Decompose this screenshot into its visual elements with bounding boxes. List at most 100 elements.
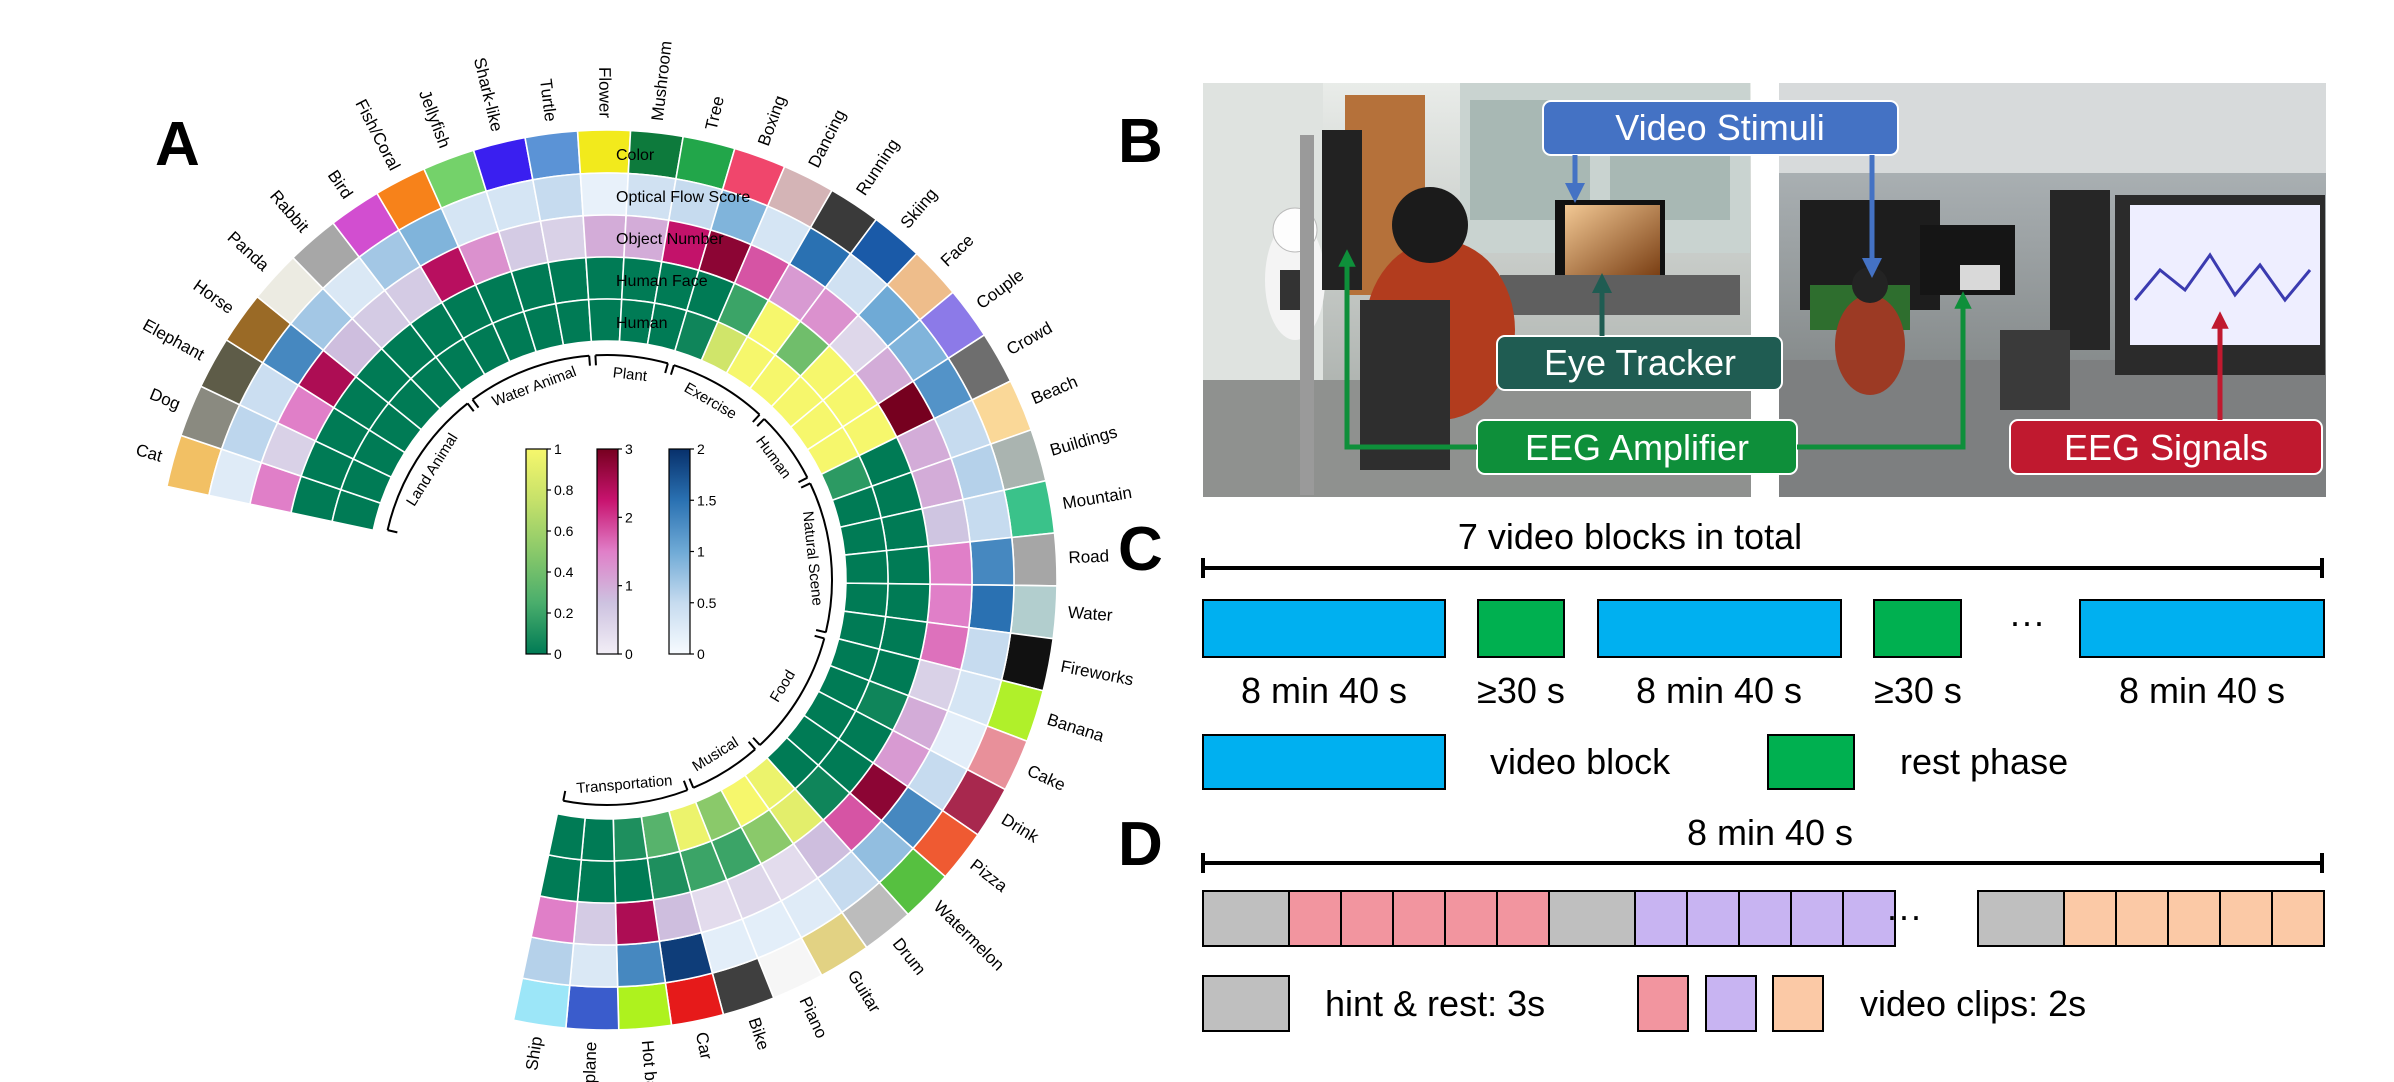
ring-label-object-number: Object Number bbox=[616, 231, 724, 248]
rest-block-2 bbox=[1873, 599, 1962, 658]
category-label: Beach bbox=[1029, 372, 1081, 408]
category-label: Running bbox=[852, 136, 903, 199]
ring-label-color: Color bbox=[616, 147, 655, 164]
group-label: Transportation bbox=[576, 772, 673, 797]
category-label: Fish/Coral bbox=[351, 96, 403, 174]
video-clip-cell bbox=[1790, 890, 1844, 947]
hint-rest-cell bbox=[1977, 890, 2065, 947]
category-label: Flower bbox=[595, 67, 614, 118]
callout-eeg-signals: EEG Signals bbox=[2009, 311, 2323, 475]
group-tick bbox=[664, 363, 669, 374]
category-label: Dog bbox=[147, 385, 183, 414]
category-label: Face bbox=[937, 231, 978, 271]
group-tick bbox=[815, 629, 827, 634]
group-label: Water Animal bbox=[490, 363, 579, 410]
callout-eeg-amplifier: EEG Amplifier bbox=[1338, 249, 1972, 475]
heatmap-cell-optical-flow bbox=[967, 583, 1015, 635]
panel-b-label: B bbox=[1118, 107, 1163, 176]
category-label: Banana bbox=[1045, 710, 1107, 746]
colorbar-tick-label: 0.2 bbox=[554, 605, 574, 621]
heatmap-cell-optical-flow bbox=[962, 489, 1013, 543]
heatmap-cell-human-face bbox=[538, 853, 583, 903]
heatmap-cell-color bbox=[524, 130, 582, 181]
category-label: Mushroom bbox=[648, 40, 676, 122]
heatmap-cell-color bbox=[1009, 584, 1058, 640]
group-tick bbox=[752, 413, 761, 423]
eye-tracker-text: Eye Tracker bbox=[1544, 342, 1736, 383]
video-block-7 bbox=[2079, 599, 2325, 658]
heatmap-cell-human-face bbox=[884, 582, 931, 624]
category-label: Bird bbox=[324, 167, 357, 203]
video-clip-cell bbox=[2115, 890, 2169, 947]
legend-clips-label: video clips: 2s bbox=[1860, 983, 2086, 1024]
video-clip-cell bbox=[1288, 890, 1342, 947]
heatmap-cell-human bbox=[547, 812, 587, 861]
legend-clip-orange-swatch bbox=[1772, 975, 1824, 1032]
colorbar bbox=[668, 448, 691, 655]
eeg-signals-text: EEG Signals bbox=[2064, 427, 2268, 468]
category-label: Watermelon bbox=[930, 897, 1008, 974]
group-label: Natural Scene bbox=[799, 510, 826, 606]
group-arc bbox=[809, 482, 833, 633]
block-span-label: 8 min 40 s bbox=[1687, 812, 1853, 853]
colorbar-tick-label: 1 bbox=[554, 441, 562, 457]
video-clip-cell bbox=[1340, 890, 1394, 947]
video-block-1 bbox=[1202, 599, 1446, 658]
ring-label-human: Human bbox=[616, 315, 668, 332]
heatmap-cell-human-face bbox=[547, 256, 590, 305]
group-arc bbox=[563, 789, 688, 806]
callout-eye-tracker: Eye Tracker bbox=[1496, 273, 1783, 391]
category-label: Mountain bbox=[1061, 483, 1133, 513]
group-arc bbox=[692, 748, 756, 789]
group-tick bbox=[800, 482, 811, 489]
group-arc bbox=[595, 354, 669, 365]
video-clip-cell bbox=[2219, 890, 2273, 947]
video-clip-cell bbox=[2167, 890, 2221, 947]
callout-video-stimuli: Video Stimuli bbox=[1542, 100, 1899, 278]
heatmap-cell-color bbox=[1010, 532, 1058, 587]
category-label: Piano bbox=[795, 994, 831, 1041]
heatmap-cell-human-face bbox=[885, 545, 931, 586]
heatmap-cell-human-face bbox=[576, 858, 617, 904]
panel-d-label: D bbox=[1118, 810, 1163, 879]
heatmap-cell-human bbox=[580, 817, 616, 862]
video-clip-cell bbox=[1686, 890, 1740, 947]
heatmap-cell-object-number bbox=[926, 583, 973, 629]
category-label: Boxing bbox=[754, 93, 790, 148]
legend-video-label: video block bbox=[1490, 741, 1671, 782]
heatmap-cell-optical-flow bbox=[531, 173, 584, 223]
group-label: Exercise bbox=[681, 379, 739, 422]
video-block-2-duration: 8 min 40 s bbox=[1636, 670, 1802, 711]
group-tick bbox=[471, 399, 480, 409]
group-tick bbox=[588, 355, 591, 366]
colorbar bbox=[596, 448, 619, 655]
hint-rest-cell bbox=[1548, 890, 1636, 947]
colorbar bbox=[525, 448, 548, 655]
video-clip-cell bbox=[1842, 890, 1896, 947]
category-label: Elephant bbox=[140, 315, 208, 364]
heatmap-cell-object-number bbox=[921, 498, 971, 548]
group-tick bbox=[682, 780, 689, 791]
panel-c-label: C bbox=[1118, 515, 1163, 584]
category-label: Hot balloon bbox=[638, 1039, 664, 1082]
colorbar-tick-label: 0.6 bbox=[554, 523, 574, 539]
category-label: Tree bbox=[702, 94, 728, 132]
heatmap-cell-object-number bbox=[539, 214, 587, 264]
video-block-2 bbox=[1597, 599, 1842, 658]
category-label: Ship bbox=[522, 1035, 546, 1071]
legend-hint-label: hint & rest: 3s bbox=[1325, 983, 1545, 1024]
colorbar-tick-label: 0.4 bbox=[554, 564, 574, 580]
category-label: Bike bbox=[745, 1015, 773, 1052]
category-label: Crowd bbox=[1003, 318, 1055, 359]
group-arc bbox=[673, 364, 761, 416]
video-clip-cell bbox=[1496, 890, 1550, 947]
heatmap-cell-color bbox=[564, 984, 620, 1031]
legend-clip-purple-swatch bbox=[1705, 975, 1757, 1032]
group-tick bbox=[747, 741, 756, 750]
colorbar-tick-label: 0 bbox=[697, 646, 705, 662]
blocks-ellipsis: ··· bbox=[2009, 601, 2045, 642]
rest-block-1-duration: ≥30 s bbox=[1477, 670, 1565, 711]
heatmap-cell-object-number bbox=[572, 900, 618, 946]
